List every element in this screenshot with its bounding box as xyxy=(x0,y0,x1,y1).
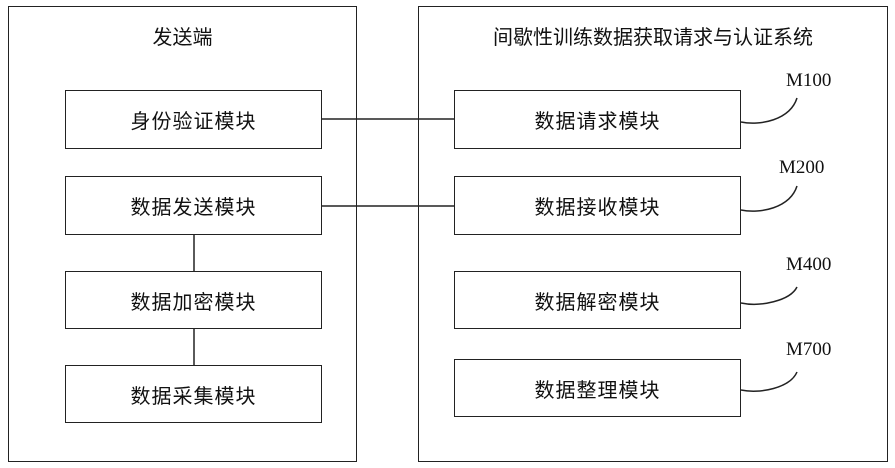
module-identity-verification: 身份验证模块 xyxy=(65,90,322,149)
module-data-organize: 数据整理模块 xyxy=(454,359,741,417)
tag-m100: M100 xyxy=(786,70,831,92)
module-data-request: 数据请求模块 xyxy=(454,90,741,149)
module-data-collection: 数据采集模块 xyxy=(65,365,322,423)
tag-m200: M200 xyxy=(779,157,824,179)
module-data-sending: 数据发送模块 xyxy=(65,176,322,235)
module-label: 数据发送模块 xyxy=(131,191,257,220)
sender-title: 发送端 xyxy=(9,21,356,50)
module-data-decryption: 数据解密模块 xyxy=(454,271,741,329)
module-label: 数据解密模块 xyxy=(535,286,661,315)
module-label: 数据采集模块 xyxy=(131,380,257,409)
module-label: 数据加密模块 xyxy=(131,286,257,315)
module-label: 身份验证模块 xyxy=(131,105,257,134)
module-data-receive: 数据接收模块 xyxy=(454,176,741,235)
module-data-encryption: 数据加密模块 xyxy=(65,271,322,329)
module-label: 数据整理模块 xyxy=(535,374,661,403)
tag-m700: M700 xyxy=(786,339,831,361)
tag-m400: M400 xyxy=(786,254,831,276)
system-title: 间歇性训练数据获取请求与认证系统 xyxy=(419,21,887,50)
module-label: 数据接收模块 xyxy=(535,191,661,220)
module-label: 数据请求模块 xyxy=(535,105,661,134)
